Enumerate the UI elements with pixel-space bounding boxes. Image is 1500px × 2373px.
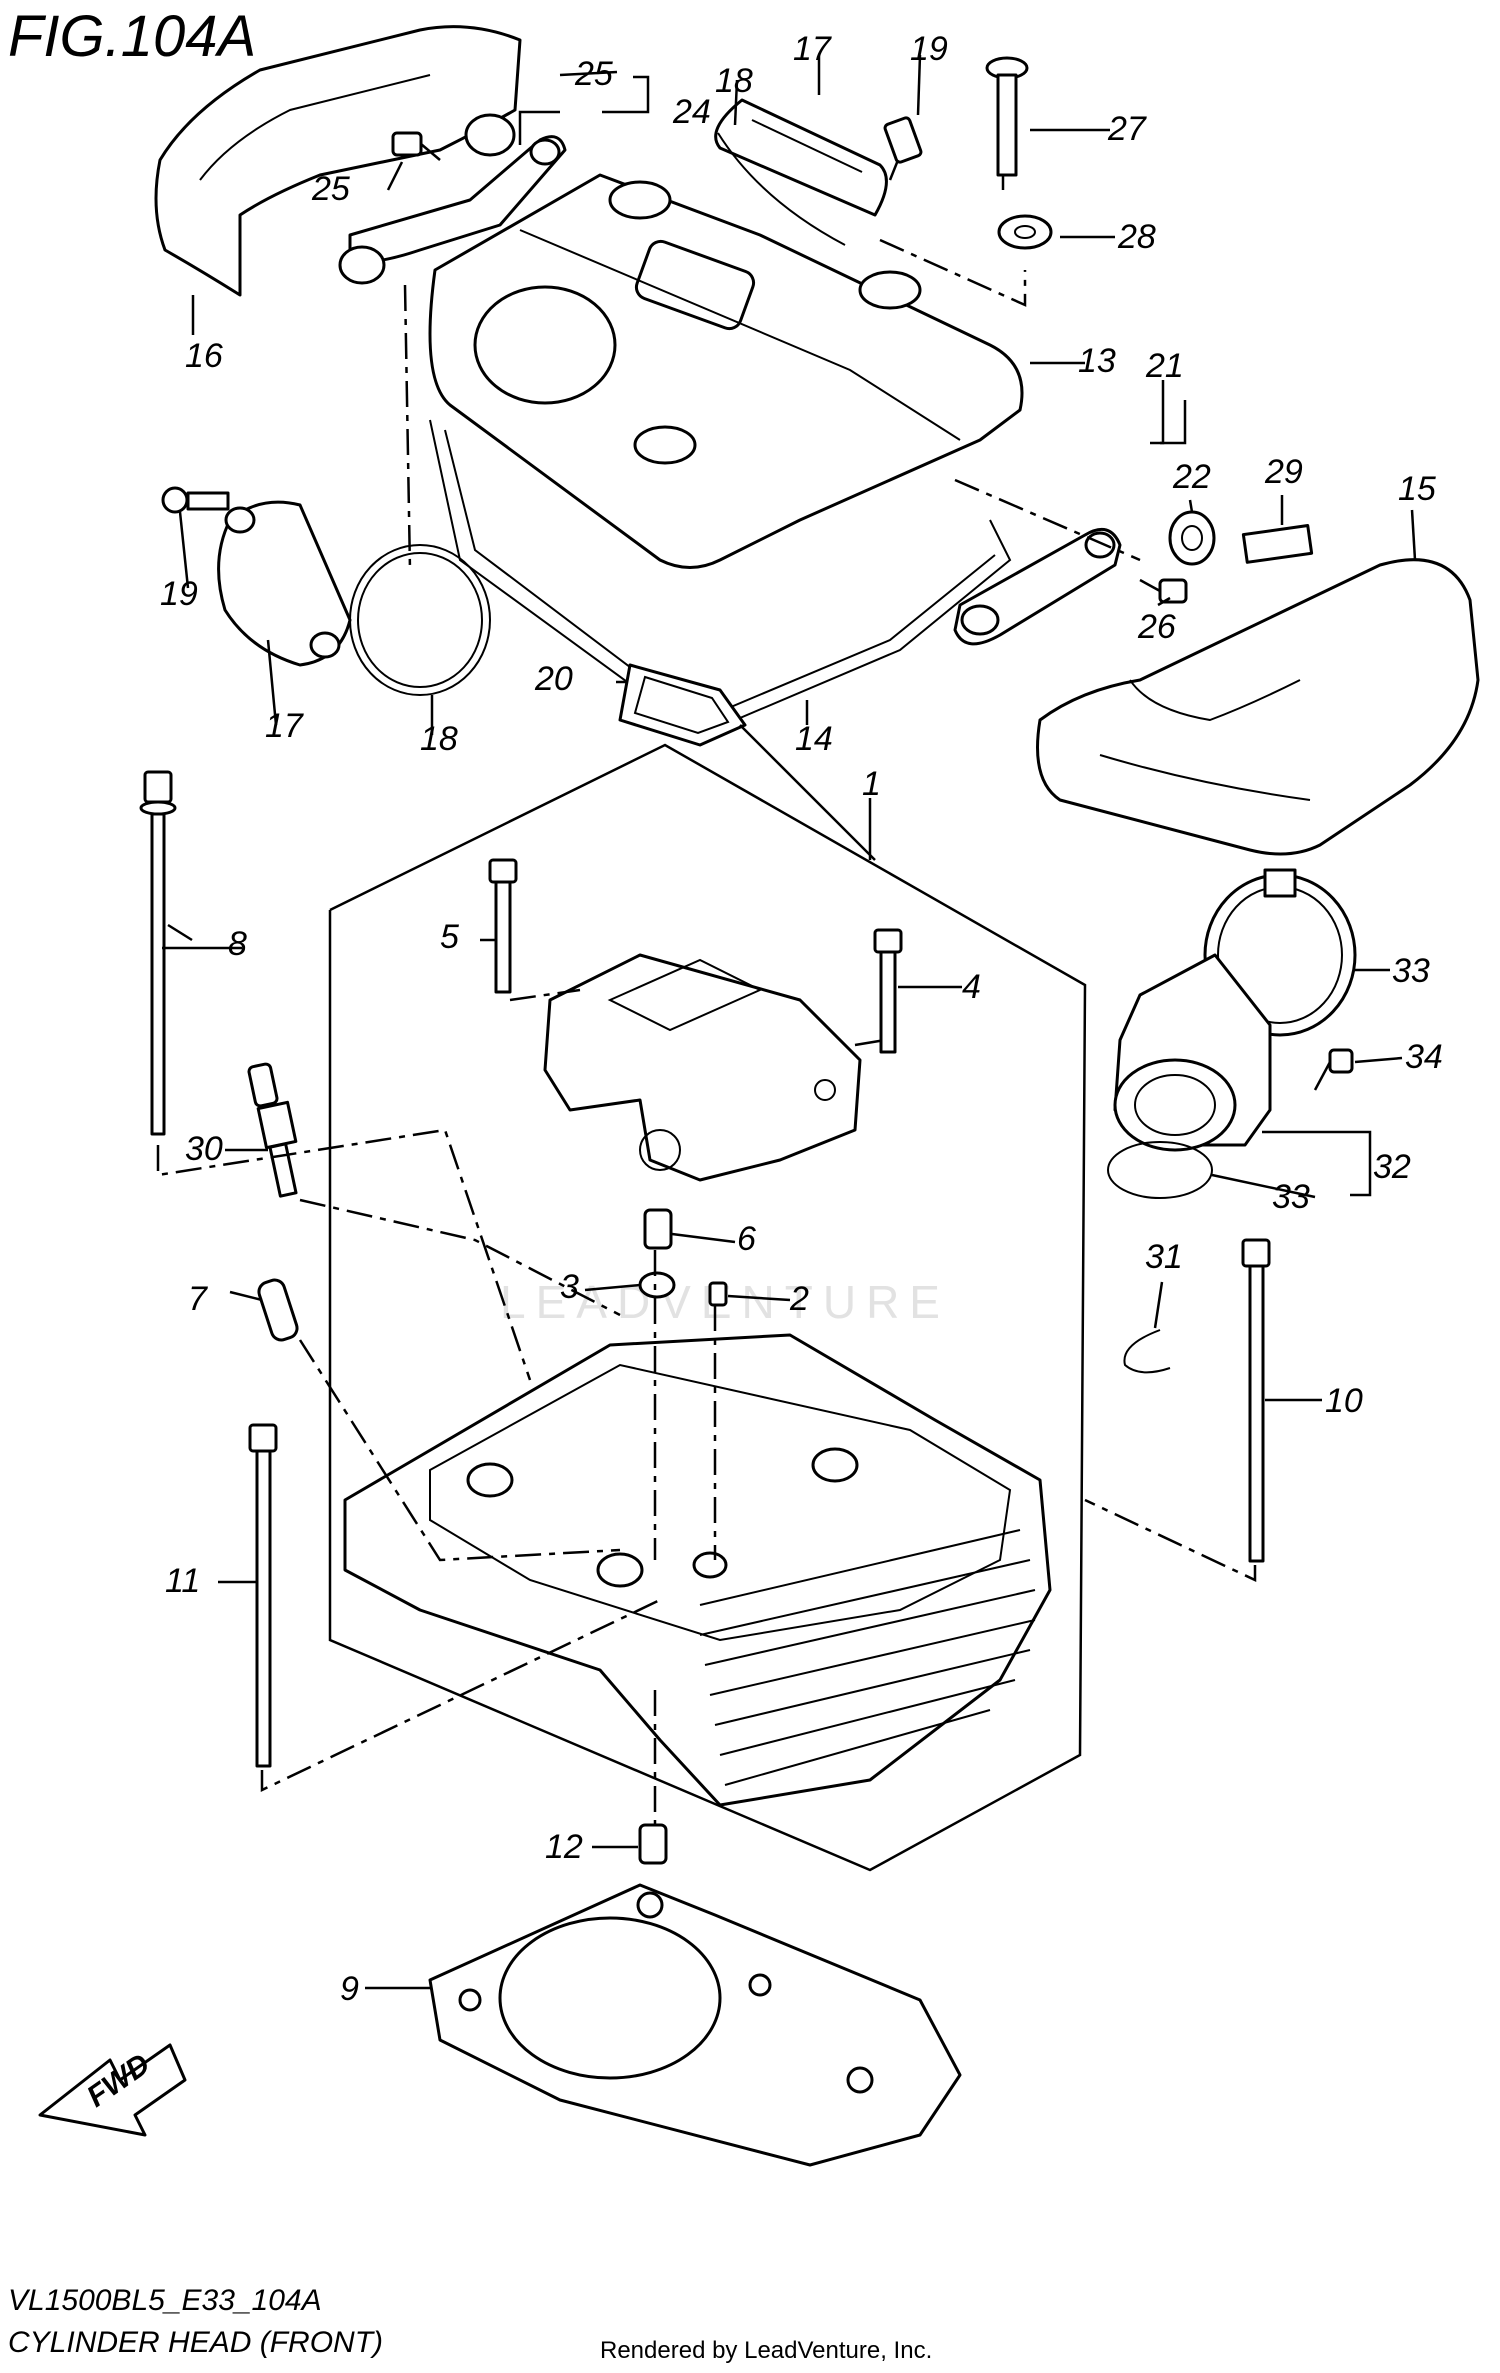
callout-18-left: 18 bbox=[420, 720, 458, 758]
part-32-o-ring bbox=[1107, 1141, 1213, 1199]
callout-9: 9 bbox=[340, 1970, 359, 2008]
figure-name: CYLINDER HEAD (FRONT) bbox=[8, 2326, 383, 2359]
callout-1: 1 bbox=[862, 765, 881, 803]
part-28-washer bbox=[997, 214, 1053, 250]
part-19-bolt-upper bbox=[883, 116, 923, 181]
callout-3: 3 bbox=[560, 1268, 579, 1306]
callout-25-right: 26 bbox=[1137, 608, 1176, 646]
part-12-dowel bbox=[638, 1823, 668, 1865]
camshaft-holder bbox=[543, 953, 862, 1182]
part-25-bolt-right bbox=[1139, 578, 1188, 604]
callout-10: 10 bbox=[1325, 1382, 1363, 1420]
part-9-head-gasket bbox=[428, 1883, 962, 2167]
callout-17-left: 17 bbox=[265, 707, 304, 745]
callout-17-upper: 17 bbox=[793, 30, 832, 68]
callout-22: 22 bbox=[1172, 458, 1211, 496]
part-17-cap-upper bbox=[714, 98, 888, 246]
part-16-cover bbox=[154, 25, 522, 335]
callout-4: 4 bbox=[962, 968, 981, 1006]
part-21-bracket bbox=[953, 527, 1122, 646]
callout-23: 24 bbox=[672, 93, 711, 131]
callout-5: 5 bbox=[440, 918, 459, 956]
part-6-dowel bbox=[643, 1208, 673, 1250]
leader-lines bbox=[162, 54, 1417, 1990]
part-34-screw bbox=[1313, 1048, 1354, 1091]
part-25-bolt-upper bbox=[391, 131, 423, 157]
callout-26: 29 bbox=[1264, 453, 1303, 491]
part-11-bolt bbox=[248, 1423, 278, 1768]
callout-19-left: 19 bbox=[160, 575, 198, 613]
callout-2: 2 bbox=[789, 1280, 809, 1318]
part-7-adjuster bbox=[257, 1278, 299, 1342]
callout-12: 12 bbox=[545, 1828, 583, 1866]
part-29-clip bbox=[1123, 1329, 1171, 1374]
callout-31: 32 bbox=[1373, 1148, 1411, 1186]
callout-7: 7 bbox=[188, 1280, 208, 1318]
part-31-intake-pipe bbox=[1113, 953, 1272, 1152]
part-3-o-ring bbox=[638, 1271, 676, 1299]
callout-34: 34 bbox=[1405, 1038, 1443, 1076]
part-8-stud-bolt bbox=[139, 770, 177, 1136]
part-2-pin bbox=[708, 1281, 728, 1307]
part-4-bolt bbox=[873, 928, 903, 1054]
callout-6: 6 bbox=[737, 1220, 756, 1258]
callout-16: 16 bbox=[185, 337, 223, 375]
callout-19-upper: 19 bbox=[910, 30, 948, 68]
callout-20: 20 bbox=[534, 660, 573, 698]
cylinder-head bbox=[343, 1333, 1052, 1807]
callout-15: 15 bbox=[1398, 470, 1436, 508]
callout-25-upper: 25 bbox=[311, 170, 350, 208]
part-19-bolt-left bbox=[161, 486, 230, 514]
render-credit: Rendered by LeadVenture, Inc. bbox=[600, 2337, 932, 2364]
part-10-bolt bbox=[1241, 1238, 1271, 1563]
callout-11: 11 bbox=[165, 1562, 200, 1600]
callout-21: 21 bbox=[1145, 347, 1184, 385]
part-27-bolt bbox=[985, 56, 1029, 190]
callout-32: 33 bbox=[1272, 1178, 1310, 1216]
part-30-spark-plug bbox=[247, 1062, 298, 1198]
model-code: VL1500BL5_E33_104A bbox=[8, 2284, 322, 2317]
part-18-o-ring-left bbox=[349, 544, 491, 696]
callout-18-upper: 18 bbox=[715, 62, 753, 100]
fwd-arrow bbox=[38, 2043, 187, 2137]
part-17-cap-left bbox=[217, 500, 352, 667]
callout-8: 8 bbox=[228, 925, 247, 963]
figure-title: FIG.104A bbox=[8, 4, 256, 69]
part-23-bracket bbox=[338, 113, 567, 285]
callout-24: 25 bbox=[574, 55, 613, 93]
assembly-box bbox=[328, 743, 1087, 1872]
callout-labels: 25 24 18 17 19 27 28 25 16 13 21 22 29 1… bbox=[160, 30, 1443, 2008]
part-15-outer-cover bbox=[1036, 558, 1480, 856]
part-24-cap bbox=[464, 113, 516, 157]
callout-14: 14 bbox=[795, 720, 833, 758]
part-5-bolt bbox=[488, 858, 518, 994]
part-26-pad bbox=[1241, 524, 1314, 564]
phantom-lines bbox=[156, 238, 1257, 1825]
callout-33: 33 bbox=[1392, 952, 1430, 990]
callout-28: 28 bbox=[1117, 218, 1156, 256]
callout-29: 31 bbox=[1145, 1238, 1183, 1276]
part-13-head-cover bbox=[428, 173, 1024, 569]
part-22-cap bbox=[1168, 510, 1216, 566]
callout-27: 27 bbox=[1107, 110, 1147, 148]
callout-13: 13 bbox=[1078, 342, 1116, 380]
part-20-gasket bbox=[618, 663, 747, 747]
callout-30: 30 bbox=[185, 1130, 223, 1168]
